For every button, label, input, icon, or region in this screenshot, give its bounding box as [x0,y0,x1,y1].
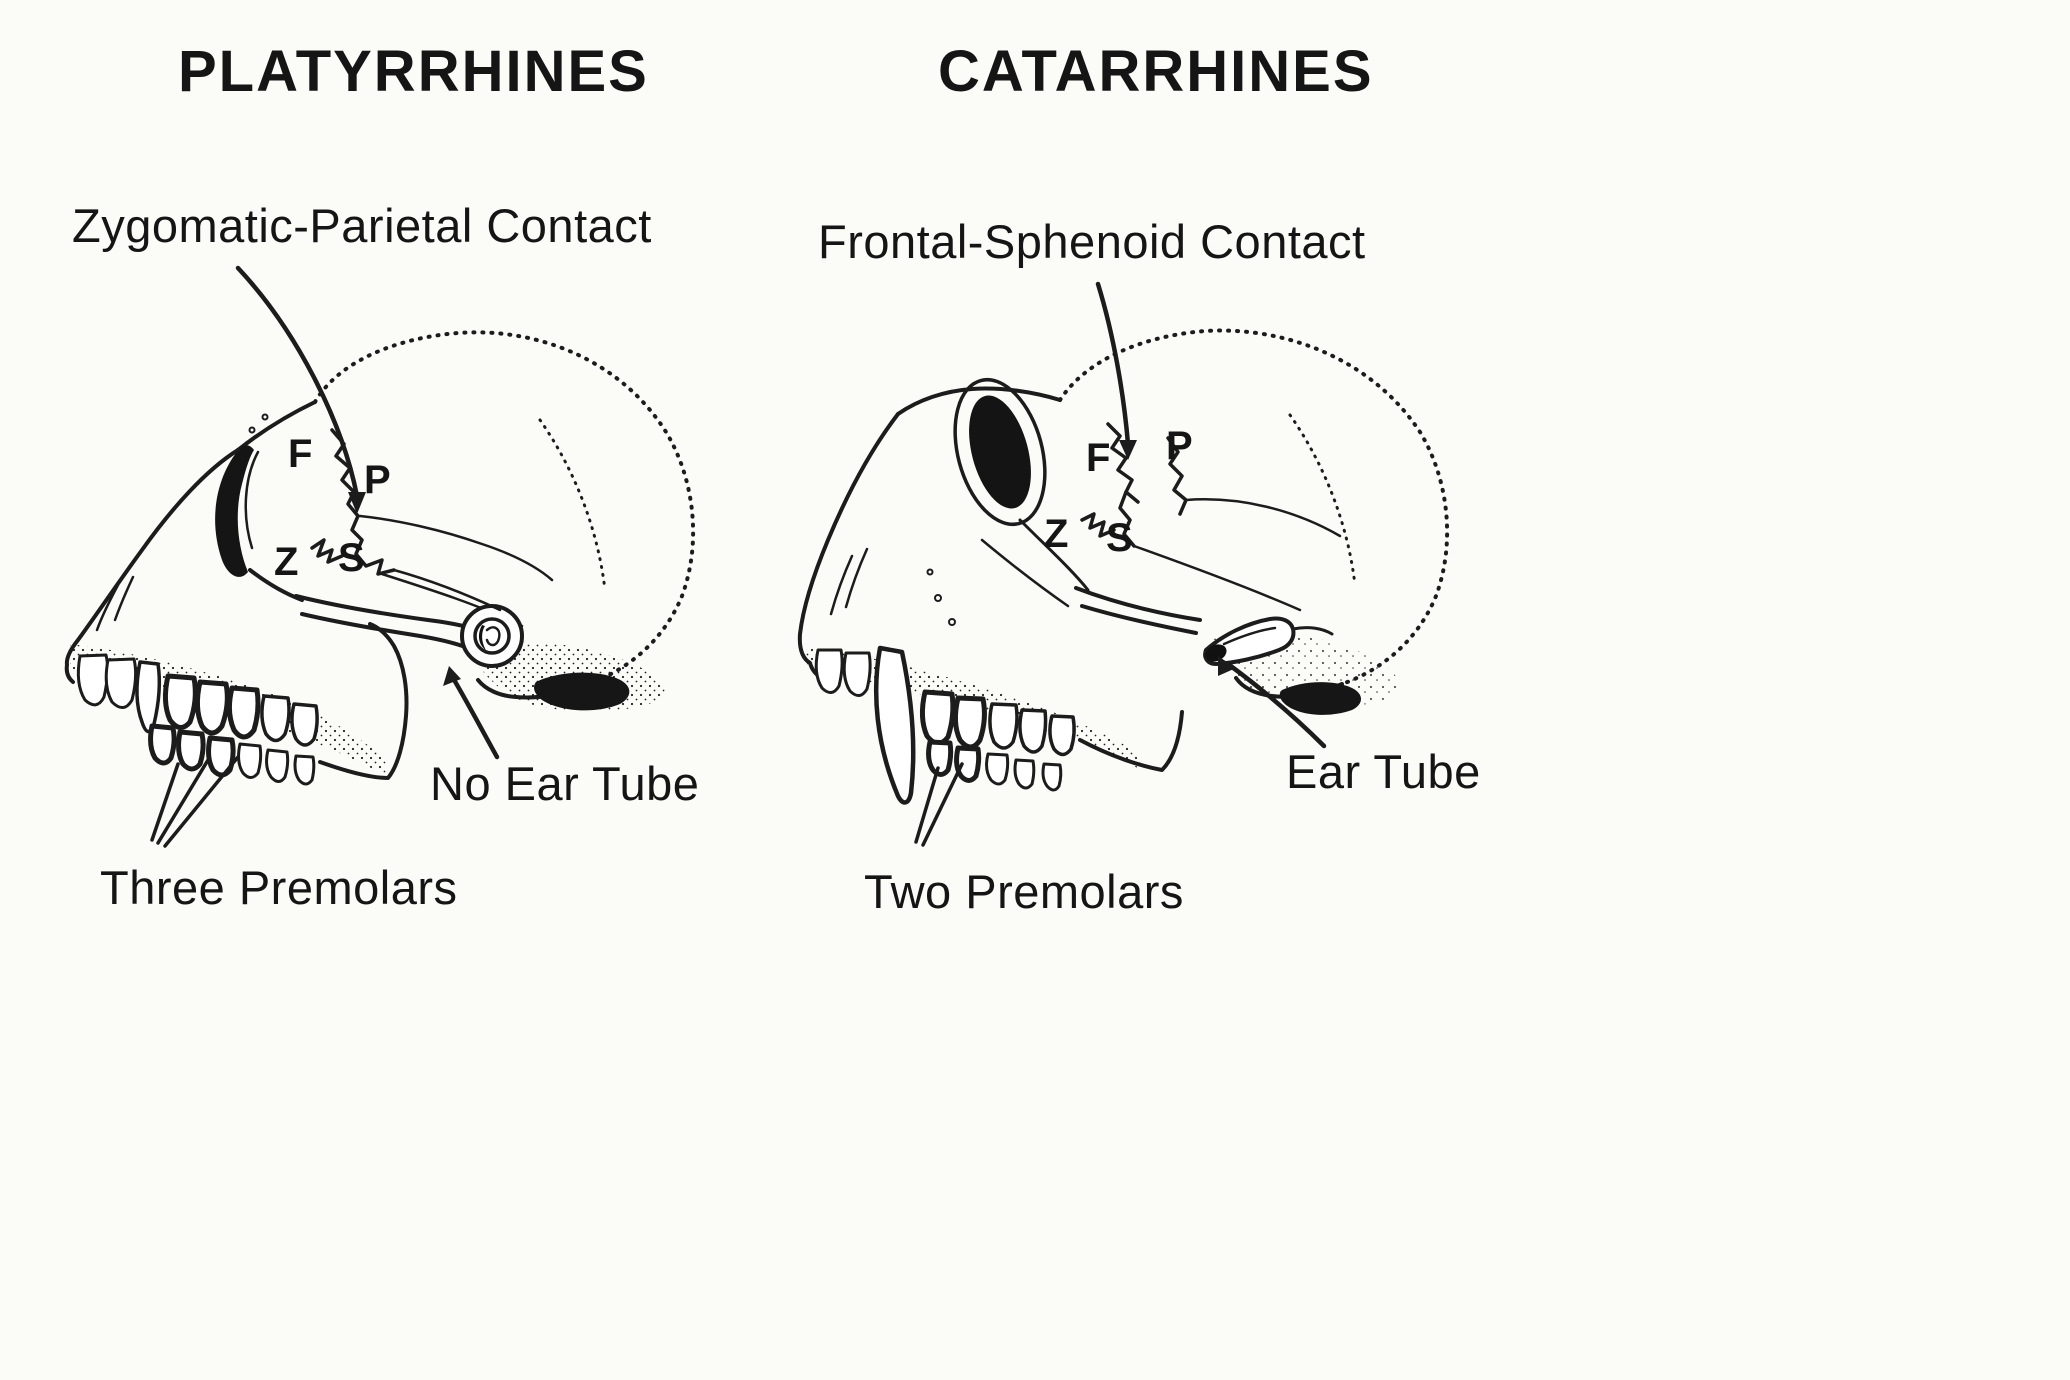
zygomatic-parietal-arrow [235,265,360,499]
right-sphenoid-letter: S [1106,516,1133,560]
left-nasal-line-2 [113,575,135,622]
right-vault-suture-dotted [1288,413,1357,587]
left-contact-label: Zygomatic-Parietal Contact [72,199,652,252]
right-foramen-1 [934,594,942,602]
zygomatic-parietal-arrowhead [348,492,366,514]
left-foramen-2 [261,413,269,421]
frontal-sphenoid-arrow [1095,281,1131,447]
right-zygomatic-arch-upper [1074,586,1202,622]
left-orbit-dark-crescent [215,445,254,577]
right-lower-teeth [926,739,1063,792]
right-orbit-rim [953,377,1047,527]
right-zygomatic-letter: Z [1044,512,1069,556]
right-zygomatic-arch-lower [1080,604,1198,635]
frontal-sphenoid-arrowhead [1119,440,1137,460]
platyrrhine-skull [64,330,696,786]
right-contact-label: Frontal-Sphenoid Contact [818,215,1366,268]
right-frontal-sphenoid-suture [1106,422,1140,504]
left-orbit-rim [244,450,260,550]
right-canine-tooth [873,645,916,805]
right-ear-tube-ridge [1222,626,1277,646]
right-zygomatic-plate-2 [980,538,1070,608]
right-premolar-label: Two Premolars [864,865,1184,918]
left-parietal-letter: P [364,458,391,502]
left-squamosal-suture [392,568,502,612]
left-zygomatic-arch-upper [294,594,488,635]
left-annotations [150,265,500,848]
left-mandible-outline [318,622,409,780]
left-nasal-line-1 [95,583,120,632]
two-premolars-pointer-lines [914,762,964,847]
left-premolar-label: Three Premolars [100,861,458,914]
left-mastoid-dark-patch [534,672,630,711]
right-squamosal-suture-2 [1132,544,1302,612]
right-ear-tube-root [1291,626,1334,636]
right-ear-tube-opening [1205,644,1227,662]
left-ear-inner-squiggle [485,626,501,647]
right-ear-label: Ear Tube [1286,745,1481,798]
right-orbit-dark [969,395,1031,509]
right-frontal-outline [896,386,1062,416]
ear-tube-arrowhead [1218,656,1236,676]
left-frontal-outline [236,400,317,452]
right-zygomatic-plate-1 [1018,518,1090,592]
left-title: PLATYRRHINES [178,39,649,104]
right-foramen-2 [948,618,956,626]
left-sphenoid-letter: S [338,536,365,580]
no-ear-tube-arrowhead [443,666,461,686]
right-upper-teeth [814,645,1076,805]
right-nasal-line-1 [829,554,854,616]
right-annotations [914,281,1327,847]
right-zs-suture [1080,512,1116,538]
right-mastoid-dark-patch [1279,682,1361,715]
catarrhine-skull [797,328,1450,805]
left-ear-inner-dark [478,625,486,650]
right-parietal-letter: P [1166,424,1193,468]
left-ear-label: No Ear Tube [430,757,700,810]
right-mandible-outline [1078,710,1184,772]
right-squamosal-suture-1 [1184,498,1342,538]
right-foramen-3 [926,568,934,576]
left-zygomatic-letter: Z [274,540,299,584]
right-title: CATARRHINES [938,39,1374,104]
right-nasal-line-2 [844,547,869,609]
left-frontal-letter: F [288,432,313,476]
left-zygomatic-arch-lower [300,612,478,653]
left-muzzle-outline [64,448,240,684]
right-pterion-suture [1118,490,1136,548]
left-vault-suture-dotted [538,418,607,592]
left-temporal-line-1 [358,514,554,582]
right-ear-tube [1203,616,1296,666]
three-premolars-pointer-lines [150,755,240,848]
no-ear-tube-arrow [450,675,500,760]
left-foramen-1 [248,426,256,434]
right-frontal-letter: F [1086,436,1111,480]
left-zs-suture [310,538,344,564]
right-muzzle-outline [797,412,900,680]
left-pterion-suture [350,514,396,576]
left-braincase-outline [313,330,696,686]
ear-tube-arrow [1225,661,1327,749]
